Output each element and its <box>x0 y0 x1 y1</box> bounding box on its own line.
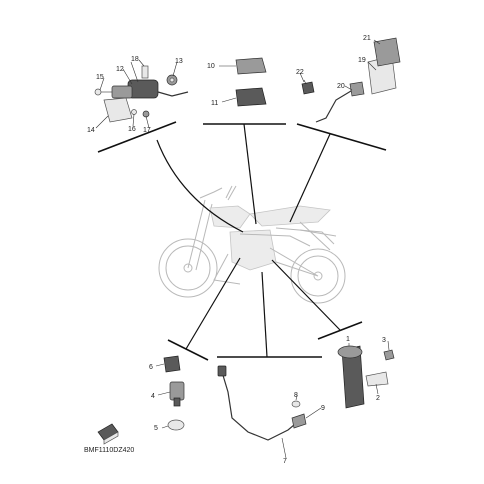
part-number-labels: 1 2 3 4 5 6 7 8 9 10 11 12 13 14 15 16 1… <box>84 35 386 465</box>
part-label-21: 21 <box>363 35 371 42</box>
throttle-grip-group <box>337 345 395 409</box>
part-label-19: 19 <box>358 57 366 64</box>
part-label-4: 4 <box>151 393 155 400</box>
cable-holder-2 <box>365 371 389 387</box>
part-label-3: 3 <box>382 337 386 344</box>
relay-housing <box>111 85 133 99</box>
bracket-14 <box>103 97 133 123</box>
leader-lines <box>95 39 390 459</box>
part-label-12: 12 <box>116 66 124 73</box>
o-ring-5 <box>167 419 185 431</box>
starter-relay-group <box>94 65 189 123</box>
relay-body <box>127 79 159 99</box>
part-label-9: 9 <box>321 405 325 412</box>
wire-harness-group <box>217 365 307 441</box>
book-icon <box>97 423 119 445</box>
bottom-left-group <box>97 355 185 445</box>
part-label-2: 2 <box>376 395 380 402</box>
part-label-1: 1 <box>346 336 350 343</box>
diagram-code-label: BMF1110DZ420 <box>84 447 134 454</box>
harness-connector <box>217 365 227 377</box>
part-label-14: 14 <box>87 127 95 134</box>
fuse-18 <box>141 65 149 79</box>
part-label-7: 7 <box>283 458 287 465</box>
part-label-18: 18 <box>131 56 139 63</box>
part-label-10: 10 <box>207 63 215 70</box>
switch-22 <box>301 81 315 95</box>
coupler-6 <box>163 355 181 373</box>
part-label-17: 17 <box>143 127 151 134</box>
motorcycle-ghost-illustration <box>158 185 346 304</box>
part-label-15: 15 <box>96 74 104 81</box>
ecu-10 <box>235 57 267 75</box>
part-label-8: 8 <box>294 392 298 399</box>
part-label-20: 20 <box>337 83 345 90</box>
callout-lines <box>97 121 387 361</box>
collar-16 <box>131 109 137 115</box>
sensor-20 <box>349 81 365 97</box>
part-label-6: 6 <box>149 364 153 371</box>
clamp-8 <box>291 400 301 408</box>
ecu-group <box>235 57 267 107</box>
module-11 <box>235 87 267 107</box>
part-label-5: 5 <box>154 425 158 432</box>
sensor-9 <box>291 413 307 429</box>
part-label-22: 22 <box>296 69 304 76</box>
part-label-11: 11 <box>211 100 218 107</box>
screw-3 <box>383 349 395 361</box>
part-label-16: 16 <box>128 126 136 133</box>
sensor-group-right <box>301 37 401 123</box>
case-21 <box>373 37 401 67</box>
part-label-13: 13 <box>175 58 183 65</box>
sensor-4 <box>169 381 185 401</box>
